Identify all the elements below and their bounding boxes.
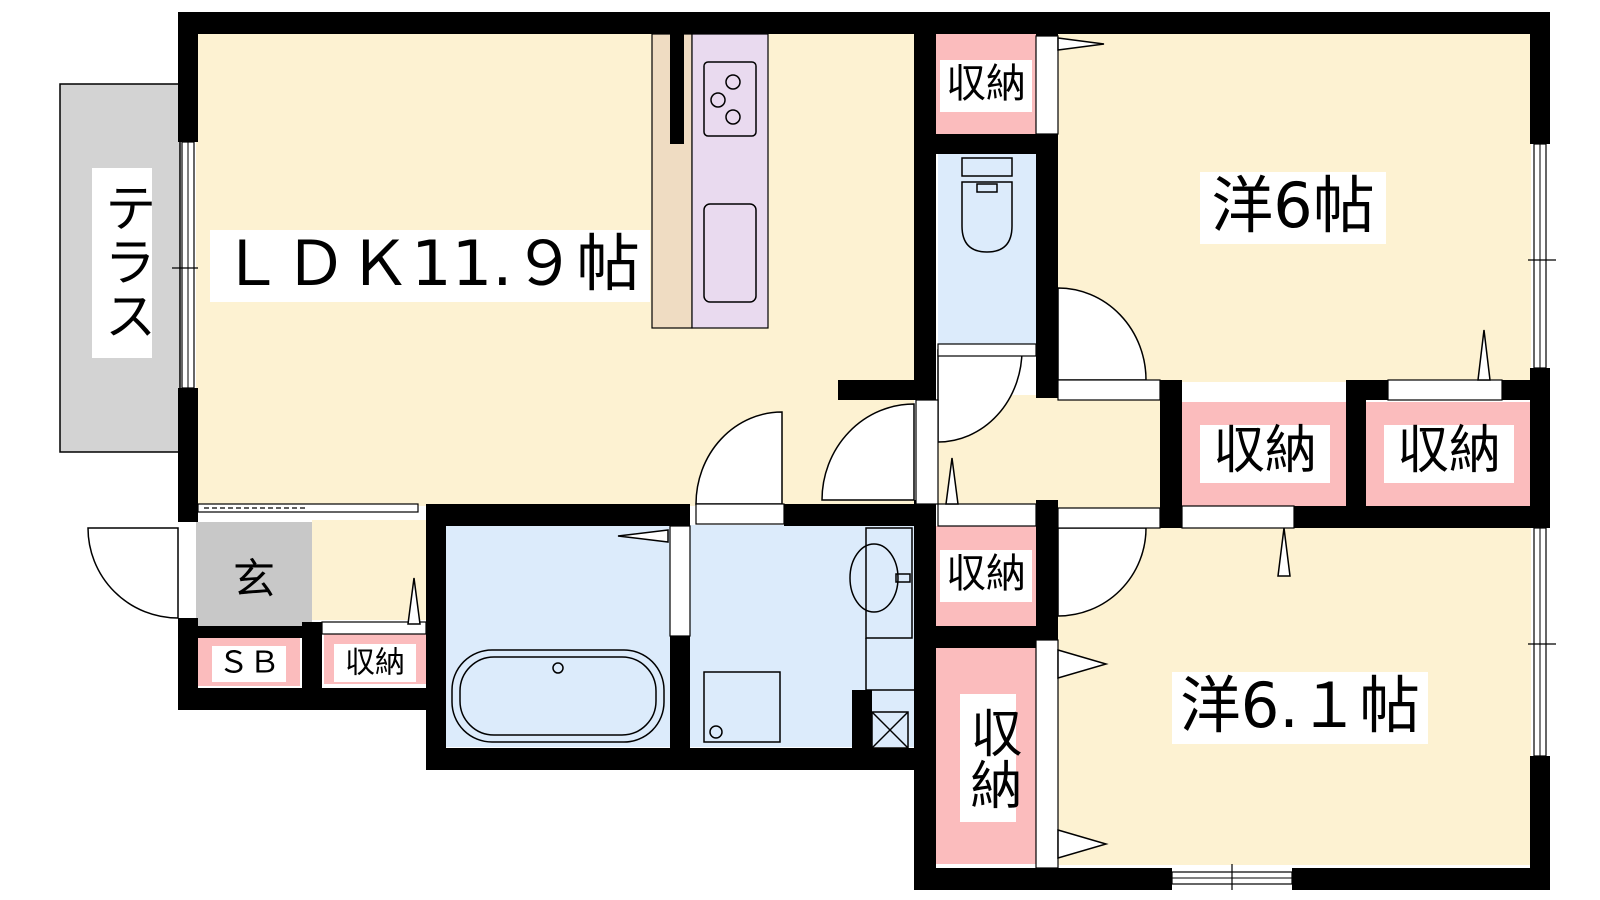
western-room-2-label: 洋6.１帖 (1180, 669, 1420, 742)
toilet-room (938, 154, 1036, 344)
shoe-box-label: ＳＢ (218, 646, 280, 681)
ldk-label: ＬＤＫ11.９帖 (220, 227, 640, 300)
entrance-label: 玄 (233, 555, 275, 604)
windows (172, 141, 1556, 890)
bathtub-icon (451, 649, 665, 743)
washroom (690, 525, 914, 747)
storage-tall-label: 収納 (961, 706, 1021, 810)
sink-icon (703, 203, 757, 303)
storage-top-label: 収納 (946, 61, 1026, 107)
entrance-area (196, 522, 312, 632)
bathroom (446, 525, 670, 747)
terrace-label: テラス (95, 181, 155, 343)
doors (87, 287, 1147, 619)
storage-mid-left-label: 収納 (1213, 421, 1317, 481)
washing-machine-icon (703, 671, 781, 743)
storage-mid-right-label: 収納 (1397, 421, 1501, 481)
stove-icon (703, 61, 757, 137)
storage-small-label: 収納 (345, 646, 405, 681)
toilet-icon (961, 157, 1013, 253)
hall-area (312, 520, 426, 620)
western-room-1-label: 洋6帖 (1211, 169, 1374, 242)
washbasin-icon (849, 527, 913, 639)
storage-center-label: 収納 (946, 551, 1026, 597)
